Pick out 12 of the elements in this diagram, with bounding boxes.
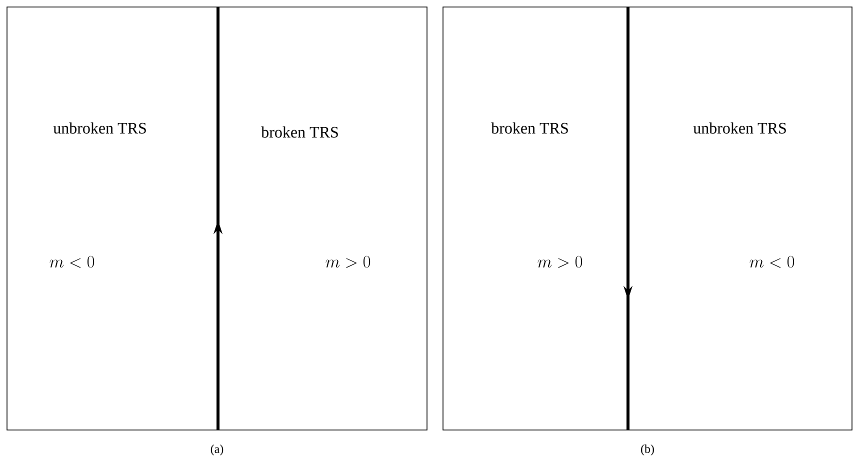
panel-box <box>6 6 428 430</box>
region-label: broken TRS <box>491 122 568 134</box>
panel-caption: (a) <box>210 444 224 456</box>
panel-box <box>442 6 852 430</box>
mass-sign-formula: $m > 0$ <box>538 256 582 268</box>
mass-sign-formula: $m > 0$ <box>326 256 370 268</box>
mass-sign-formula: $m < 0$ <box>750 256 794 268</box>
region-label: broken TRS <box>261 126 338 138</box>
region-label: unbroken TRS <box>693 122 786 134</box>
region-label: unbroken TRS <box>53 122 146 134</box>
mass-sign-formula: $m < 0$ <box>50 256 94 268</box>
panel-caption: (b) <box>641 444 654 456</box>
